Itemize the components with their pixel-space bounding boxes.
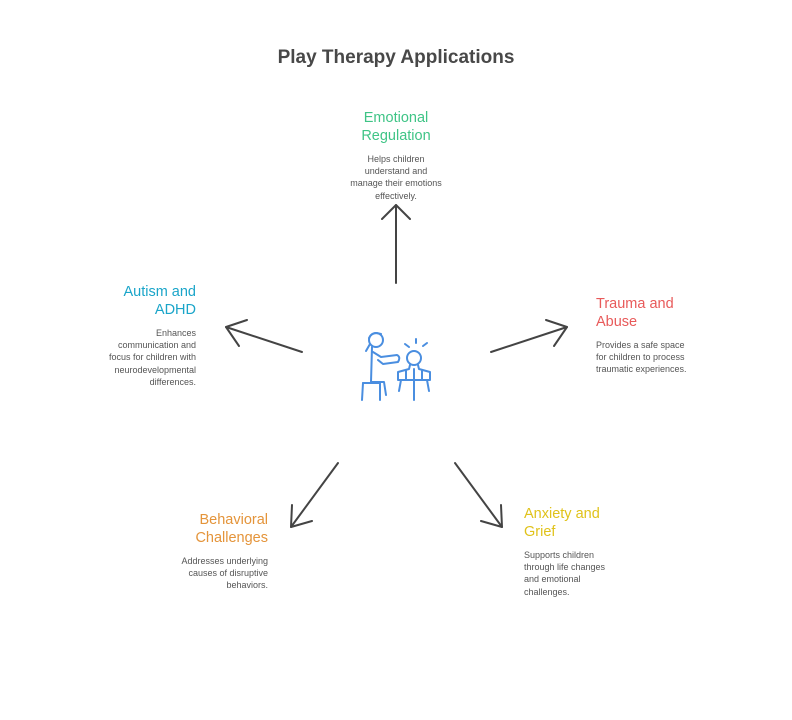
node-title: Emotional Regulation [326, 109, 466, 145]
node-trauma-and-abuse: Trauma and Abuse Provides a safe space f… [596, 295, 726, 376]
node-title: Trauma and Abuse [596, 295, 726, 331]
diagram-title: Play Therapy Applications [277, 47, 515, 68]
node-title-line: Emotional [363, 110, 429, 126]
arrow-to-emotional-regulation [381, 204, 411, 284]
node-description: Provides a safe space for children to pr… [596, 340, 687, 375]
node-title-line: Abuse [596, 314, 638, 330]
node-title-line: Autism and [123, 284, 196, 300]
node-description: Addresses underlying causes of disruptiv… [181, 556, 268, 591]
therapist-with-child-icon [361, 332, 431, 401]
node-title: Behavioral Challenges [148, 511, 268, 547]
node-emotional-regulation: Emotional Regulation Helps children unde… [326, 109, 466, 202]
node-title-line: Behavioral [199, 512, 268, 528]
arrow-to-anxiety-and-grief [454, 462, 503, 528]
node-description: Helps children understand and manage the… [350, 154, 442, 201]
node-description: Enhances communication and focus for chi… [108, 328, 196, 387]
node-title-line: Anxiety and [524, 506, 600, 522]
node-anxiety-and-grief: Anxiety and Grief Supports children thro… [524, 505, 644, 598]
arrow-to-behavioral-challenges [290, 462, 339, 528]
node-title-line: Regulation [361, 128, 431, 144]
node-title-line: Trauma and [596, 296, 674, 312]
node-autism-and-adhd: Autism and ADHD Enhances communication a… [66, 283, 196, 388]
node-description: Supports children through life changes a… [524, 550, 606, 597]
node-title: Autism and ADHD [66, 283, 196, 319]
node-behavioral-challenges: Behavioral Challenges Addresses underlyi… [148, 511, 268, 592]
arrow-to-trauma-and-abuse [490, 319, 568, 353]
arrow-to-autism-and-adhd [225, 319, 303, 353]
node-title-line: Challenges [195, 530, 268, 546]
node-title: Anxiety and Grief [524, 505, 644, 541]
node-title-line: Grief [524, 524, 556, 540]
node-title-line: ADHD [154, 302, 196, 318]
